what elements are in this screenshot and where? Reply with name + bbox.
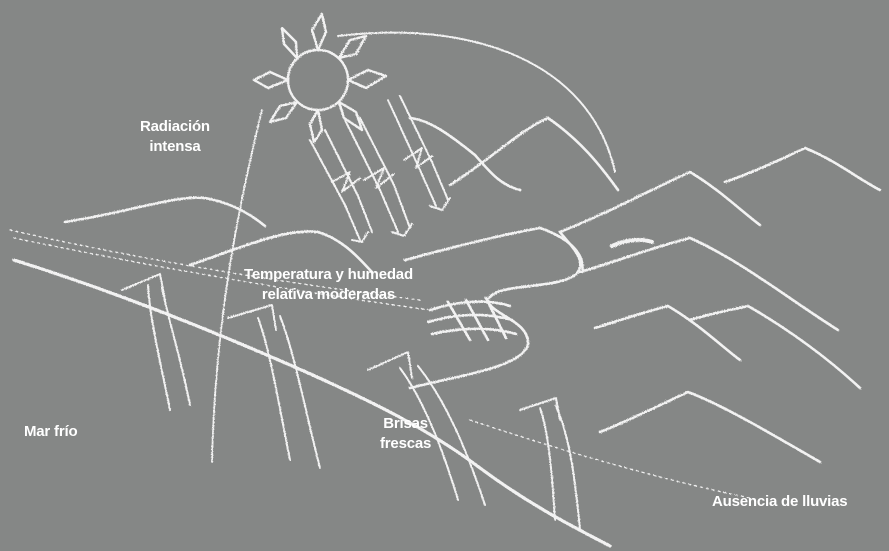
sun-icon <box>254 14 615 172</box>
river-valley <box>410 232 580 388</box>
label-temperature-line2: relativa moderadas <box>244 285 413 305</box>
mountain-ridges <box>65 118 880 462</box>
label-radiation: Radiación intensa <box>140 117 210 157</box>
label-cold-sea: Mar frío <box>24 422 77 442</box>
label-breezes-line2: frescas <box>380 434 431 454</box>
label-breezes-line1: Brisas <box>380 414 431 434</box>
label-no-rain: Ausencia de lluvias <box>712 492 847 512</box>
label-breezes: Brisas frescas <box>380 414 431 454</box>
label-radiation-line1: Radiación <box>140 117 210 137</box>
label-radiation-line2: intensa <box>140 137 210 157</box>
label-temperature-humidity: Temperatura y humedad relativa moderadas <box>244 265 413 305</box>
label-temperature-line1: Temperatura y humedad <box>244 265 413 285</box>
